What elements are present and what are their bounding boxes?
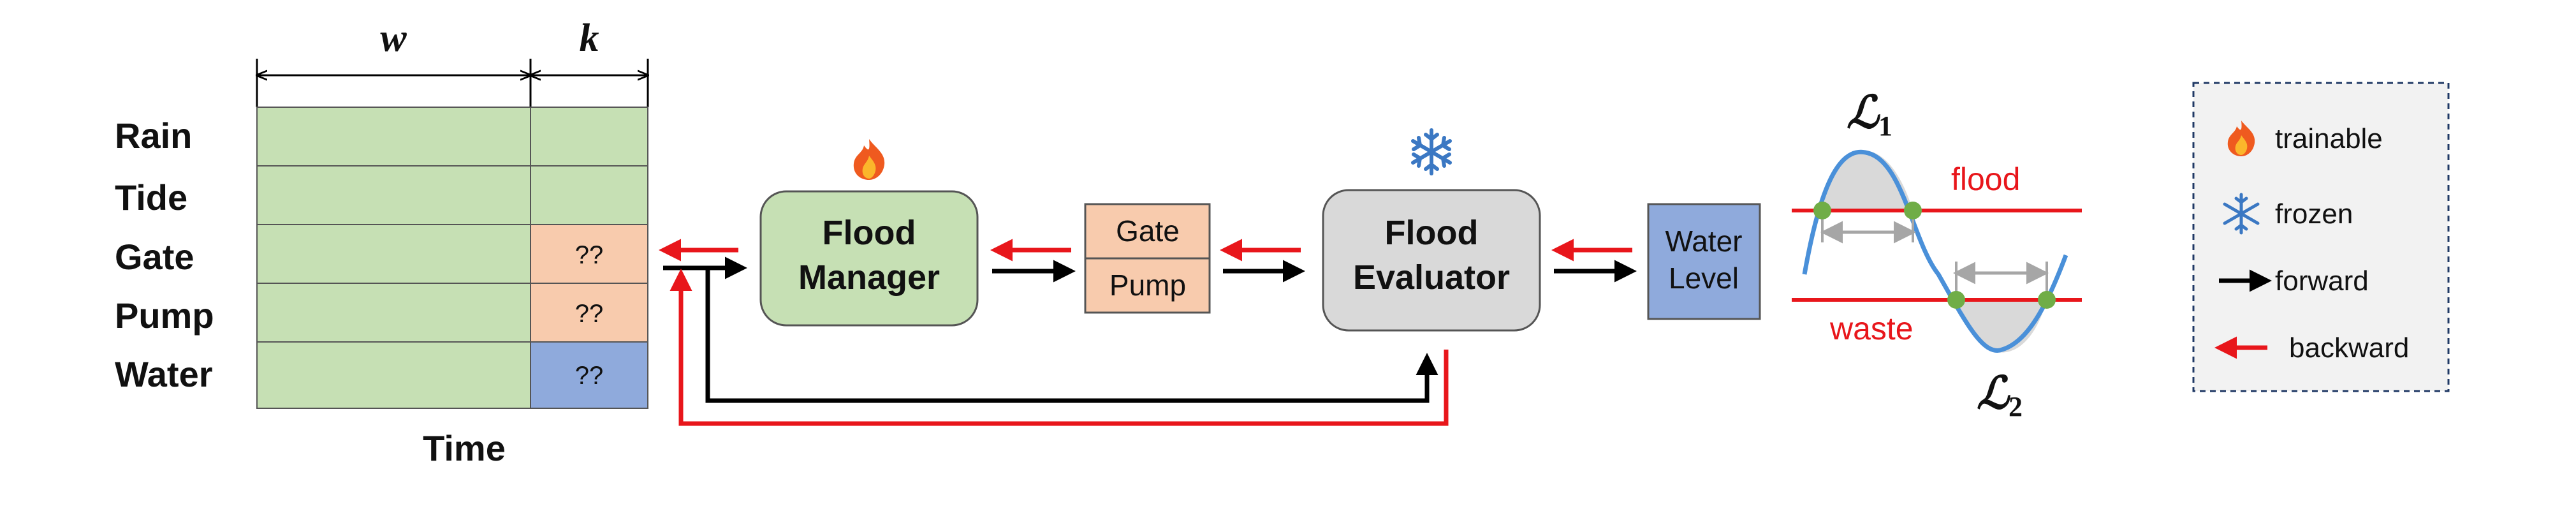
legend-backward-label: backward — [2289, 332, 2409, 364]
unknown-pump: ?? — [575, 300, 604, 328]
flood-label: flood — [1951, 161, 2020, 197]
intersection-dot — [2038, 291, 2056, 309]
legend-frozen-label: frozen — [2275, 198, 2353, 230]
horizon-cell-gate — [530, 224, 648, 284]
history-cell-rain — [256, 107, 531, 166]
flood-evaluator-block: Flood Evaluator — [1322, 128, 1541, 332]
input-table: w k ?? ?? ?? Rain Tide Gate Pump Water T… — [115, 17, 648, 468]
water-level-block: Water Level — [1647, 203, 1761, 320]
legend-trainable-label: trainable — [2275, 123, 2383, 154]
time-axis-label: Time — [423, 428, 506, 468]
intersection-dot — [1947, 291, 1965, 309]
window-label: w — [380, 17, 407, 60]
horizon-cell-tide — [530, 165, 648, 225]
row-label-water: Water — [115, 354, 213, 394]
snowflake-icon — [2223, 193, 2260, 235]
loss2-symbol: ℒ — [1977, 369, 2010, 418]
gate-cell — [1084, 203, 1211, 260]
flood-manager-title-2: Manager — [798, 258, 940, 297]
intersection-dot — [1813, 202, 1831, 219]
row-label-gate: Gate — [115, 237, 194, 277]
horizon-cell-rain — [530, 107, 648, 166]
gate-label: Gate — [1116, 214, 1180, 248]
history-cell-gate — [256, 224, 531, 284]
flood-manager-block: Flood Manager — [759, 139, 979, 327]
flood-evaluator-title-1: Flood — [1385, 214, 1479, 252]
loss2-subscript: 2 — [2009, 391, 2023, 422]
horizon-cell-water — [530, 341, 648, 409]
water-level-line1: Water — [1665, 225, 1743, 258]
waste-label: waste — [1829, 311, 1914, 346]
flood-evaluator-title-2: Evaluator — [1353, 258, 1510, 297]
water-level-box — [1647, 203, 1761, 320]
loss1-symbol: ℒ — [1847, 89, 1880, 138]
legend: trainable frozen forward backward — [2192, 82, 2450, 392]
backward-loop-from-evaluator — [670, 269, 1449, 426]
fire-icon — [2227, 121, 2255, 156]
row-label-tide: Tide — [115, 177, 187, 218]
flood-evaluator-box — [1322, 189, 1541, 332]
pump-label: Pump — [1109, 269, 1186, 302]
loss1-subscript: 1 — [1878, 110, 1892, 142]
history-cell-pump — [256, 283, 531, 343]
flood-manager-box — [759, 190, 979, 327]
flood-shaded-region — [1822, 151, 1913, 211]
forward-loop-to-evaluator — [705, 268, 1438, 403]
water-level-wave — [1802, 149, 2068, 353]
horizon-label: k — [580, 17, 599, 60]
flood-manager-title-1: Flood — [823, 214, 916, 252]
pump-cell — [1084, 257, 1211, 314]
history-cell-water — [256, 341, 531, 409]
unknown-gate: ?? — [575, 241, 604, 269]
snowflake-icon — [1411, 128, 1452, 175]
water-level-line2: Level — [1669, 262, 1739, 295]
row-label-pump: Pump — [115, 295, 214, 336]
intersection-dot — [1904, 202, 1922, 219]
legend-forward-label: forward — [2275, 265, 2369, 297]
row-label-rain: Rain — [115, 115, 192, 156]
fire-icon — [853, 139, 885, 180]
loss-plot: flood waste ℒ 1 ℒ 2 — [1792, 89, 2082, 422]
gate-pump-block: Gate Pump — [1084, 203, 1211, 314]
unknown-water: ?? — [575, 362, 604, 390]
history-cell-tide — [256, 165, 531, 225]
